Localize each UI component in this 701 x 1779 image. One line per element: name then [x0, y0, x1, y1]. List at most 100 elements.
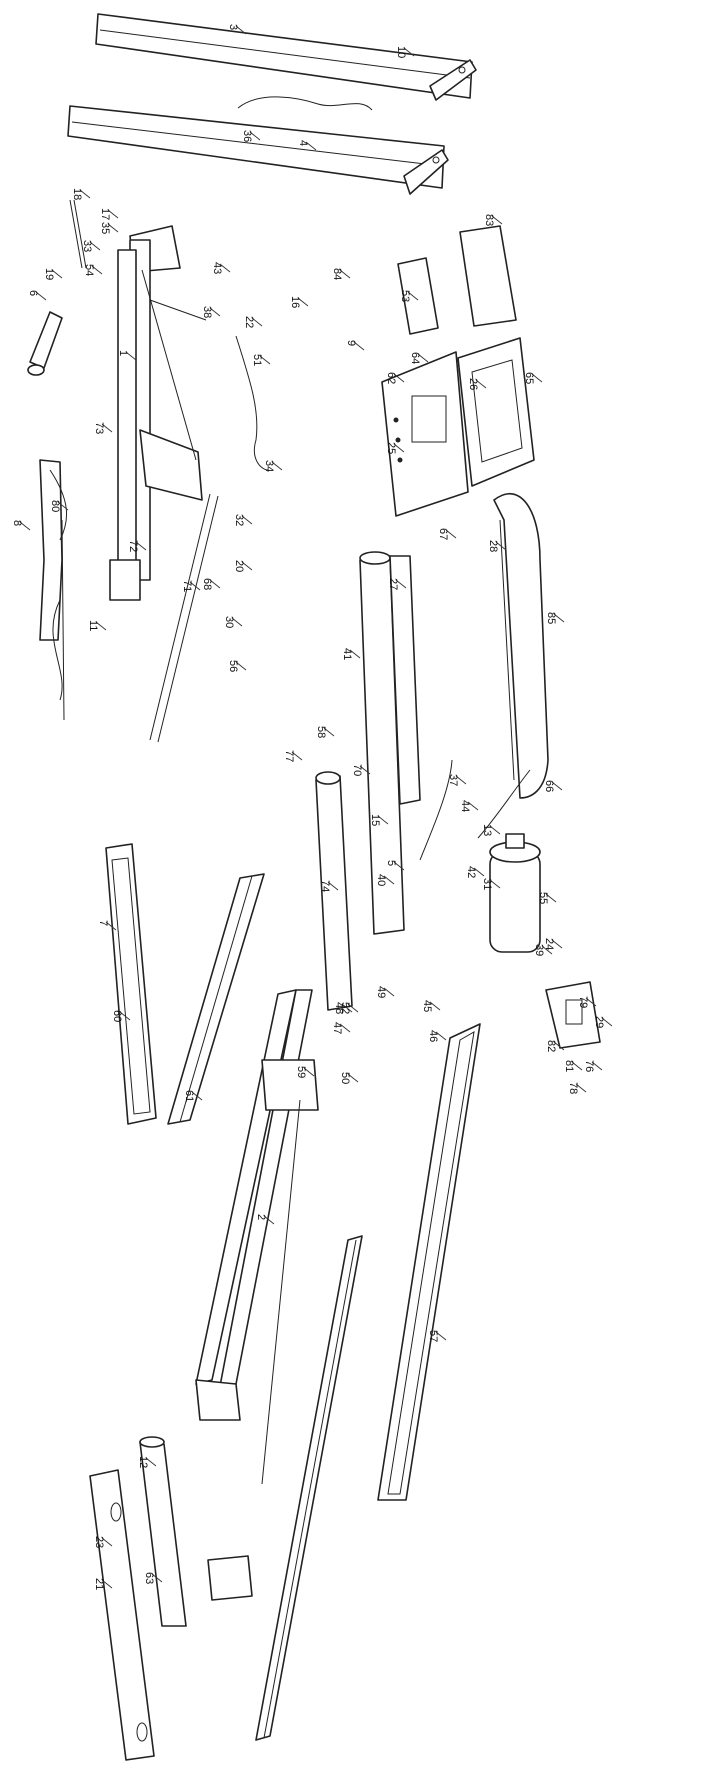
main-frame-2 [195, 989, 319, 1601]
side-rail-61-left [167, 873, 265, 1125]
leader-line-25 [393, 443, 405, 453]
side-rail-4 [67, 105, 449, 195]
part-label-74: 74 [319, 880, 331, 892]
leader-line-56 [235, 661, 247, 671]
part-label-83: 83 [483, 214, 495, 226]
leader-line-72 [135, 541, 147, 551]
part-label-23: 23 [93, 1536, 105, 1548]
part-label-80: 80 [49, 500, 61, 512]
leader-line-24 [551, 939, 563, 949]
part-label-34: 34 [263, 460, 275, 472]
deck-57 [377, 1023, 481, 1501]
wire-37 [419, 759, 453, 861]
leader-line-82 [553, 1041, 565, 1051]
part-label-43: 43 [211, 262, 223, 274]
tube-52 [315, 771, 353, 1011]
upright-tube-5 [359, 551, 421, 935]
end-cap-left [89, 1469, 155, 1761]
part-label-29: 29 [593, 1016, 605, 1028]
part-label-44: 44 [459, 800, 471, 812]
leader-line-80 [57, 501, 69, 511]
leader-line-8 [19, 521, 31, 531]
leader-line-43 [219, 263, 231, 273]
part-label-35: 35 [99, 222, 111, 234]
roller-6 [27, 311, 63, 376]
side-rail-61-right [255, 1235, 363, 1741]
part-label-32: 32 [233, 514, 245, 526]
leader-line-19 [51, 269, 63, 279]
leader-line-32 [241, 515, 253, 525]
part-label-56: 56 [227, 660, 239, 672]
leader-line-40 [383, 875, 395, 885]
base-frame-8 [39, 459, 68, 721]
part-label-11: 11 [87, 620, 99, 631]
leader-line-28 [495, 541, 507, 551]
leader-line-27 [395, 579, 407, 589]
part-label-82: 82 [545, 1040, 557, 1052]
leader-line-52 [347, 1003, 359, 1013]
leader-line-70 [359, 765, 371, 775]
leader-line-53 [407, 291, 419, 301]
leader-line-26 [475, 379, 487, 389]
leader-line-18 [79, 189, 91, 199]
part-label-12: 12 [137, 1456, 149, 1468]
leader-line-58 [323, 727, 335, 737]
leader-line-71 [189, 581, 201, 591]
part-label-2: 2 [255, 1214, 267, 1220]
part-number-labels: 1234567891011121315161718192021222324252… [11, 24, 613, 1590]
side-rail-3 [95, 13, 477, 101]
leader-line-2 [263, 1215, 275, 1225]
leader-line-51 [259, 355, 271, 365]
leader-line-65 [531, 373, 543, 383]
part-label-20: 20 [233, 560, 245, 572]
leader-line-17 [107, 209, 119, 219]
upper-frame-1 [109, 225, 207, 601]
part-label-60: 60 [111, 1010, 123, 1022]
leader-line-23 [101, 1537, 113, 1547]
part-label-54: 54 [83, 264, 95, 276]
part-label-79: 79 [577, 996, 589, 1008]
console-64 [381, 351, 469, 517]
leader-line-36 [249, 131, 261, 141]
part-label-5: 5 [385, 860, 397, 866]
bracket-65 [457, 337, 535, 487]
part-label-55: 55 [537, 892, 549, 904]
part-label-36: 36 [241, 130, 253, 142]
part-label-72: 72 [127, 540, 139, 552]
part-label-65: 65 [523, 372, 535, 384]
part-label-52: 52 [339, 1002, 351, 1014]
leader-line-67 [445, 529, 457, 539]
part-label-15: 15 [369, 814, 381, 826]
leader-line-13 [489, 825, 501, 835]
part-label-77: 77 [283, 750, 295, 762]
wire-36 [237, 96, 373, 111]
leader-line-78 [575, 1083, 587, 1093]
panel-83 [459, 225, 517, 327]
leader-line-10 [403, 47, 415, 57]
wire-51 [235, 335, 269, 471]
part-label-53: 53 [399, 290, 411, 302]
leader-line-39 [541, 945, 553, 955]
leader-line-63 [151, 1573, 163, 1583]
leader-line-16 [297, 297, 309, 307]
part-label-13: 13 [481, 824, 493, 836]
part-label-17: 17 [99, 208, 111, 220]
part-label-30: 30 [223, 616, 235, 628]
rod-54 [69, 199, 87, 269]
slat-56 [149, 493, 219, 743]
part-label-10: 10 [395, 46, 407, 58]
wire-65 [477, 769, 531, 839]
part-label-70: 70 [351, 764, 363, 776]
leader-line-15 [377, 815, 389, 825]
part-label-46: 46 [427, 1030, 439, 1042]
part-label-64: 64 [409, 352, 421, 364]
part-label-67: 67 [437, 528, 449, 540]
leader-line-48 [341, 1003, 353, 1013]
leader-line-47 [339, 1023, 351, 1033]
part-label-63: 63 [143, 1572, 155, 1584]
part-label-68: 68 [201, 578, 213, 590]
part-label-26: 26 [467, 378, 479, 390]
part-label-3: 3 [227, 24, 239, 30]
part-label-42: 42 [465, 866, 477, 878]
